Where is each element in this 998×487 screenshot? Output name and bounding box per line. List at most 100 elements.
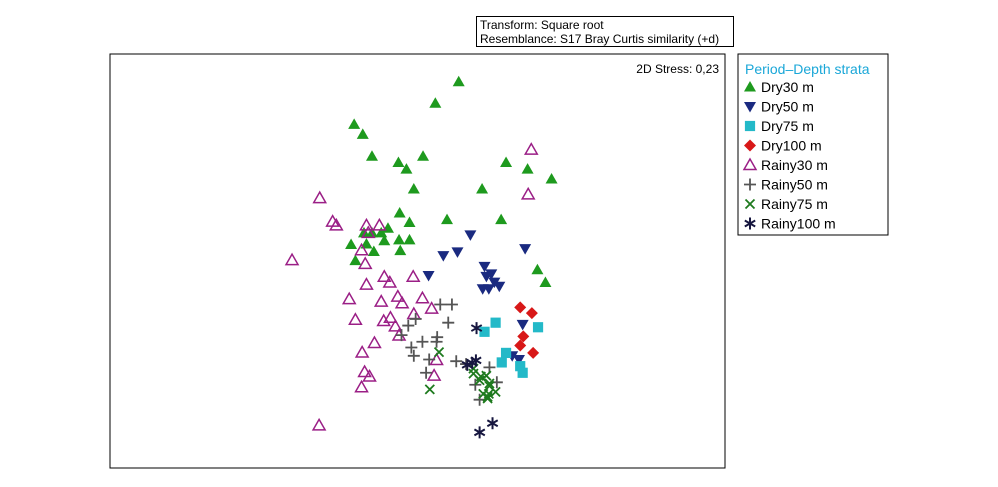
dry75-m-point [479, 326, 490, 337]
dry30-m-point [393, 206, 406, 218]
rainy30-m-point [359, 217, 374, 231]
legend-title: Period–Depth strata [745, 61, 870, 77]
dry30-m-point [495, 213, 508, 225]
dry100-m-point [514, 339, 527, 352]
legend-label-dry75-m: Dry75 m [761, 118, 814, 134]
dry30-m-point [357, 226, 370, 238]
dry30-m-point [378, 234, 391, 246]
resemblance-text: Resemblance: S17 Bray Curtis similarity … [480, 32, 720, 46]
rainy50-m-point [402, 319, 415, 332]
dry100-m-point [527, 346, 540, 359]
rainy30-m-point [361, 225, 376, 239]
rainy30-m-point [354, 344, 370, 358]
legend-marker-rainy75-m [744, 198, 756, 210]
dry50-m-point [451, 247, 464, 258]
legend-item-dry75-m: Dry75 m [744, 118, 814, 134]
rainy30-m-point [405, 269, 421, 282]
legend-label-dry100-m: Dry100 m [761, 138, 822, 154]
rainy50-m-point [405, 341, 418, 354]
dry75-m-point [496, 357, 507, 368]
dry30-m-point [476, 182, 489, 194]
dry30-m-point [417, 150, 430, 161]
rainy75-m-point [484, 378, 495, 389]
plot-frame [109, 53, 726, 469]
rainy30-m-point [311, 417, 327, 431]
dry30-m-point [356, 128, 369, 139]
dry30-m-point [360, 238, 373, 249]
legend-label-rainy30-m: Rainy30 m [761, 157, 828, 173]
rainy30-m-point [357, 256, 373, 270]
legend-marker-rainy30-m [742, 157, 758, 171]
dry50-m-point [478, 261, 491, 273]
transform-text: Transform: Square root [480, 18, 604, 32]
dry50-m-point [464, 230, 477, 241]
rainy30-m-point [359, 277, 374, 290]
dry30-m-point [393, 233, 406, 245]
legend-box [737, 53, 889, 236]
rainy100-m-point [461, 358, 474, 371]
rainy75-m-point [481, 370, 492, 381]
rainy30-m-point [372, 217, 387, 231]
dry30-m-point [367, 245, 380, 256]
dry30-m-point [345, 238, 358, 249]
dry30-m-point [392, 156, 405, 167]
rainy30-m-point [367, 335, 382, 349]
rainy30-m-point [406, 306, 422, 320]
rainy30-m-point [354, 379, 369, 393]
rainy30-m-point [376, 313, 391, 327]
dry30-m-point [521, 163, 534, 174]
rainy75-m-point [482, 391, 493, 402]
legend-item-dry100-m: Dry100 m [744, 138, 822, 154]
dry30-m-point [403, 233, 416, 245]
dry30-m-point [407, 182, 420, 194]
dry75-m-point [500, 347, 512, 359]
rainy30-m-point [329, 217, 344, 231]
legend-label-rainy75-m: Rainy75 m [761, 196, 828, 212]
legend: Dry30 m Dry50 m Dry75 m Dry100 m Rainy30 m Ra… [742, 79, 836, 232]
dry50-m-point [476, 284, 489, 295]
transform-info-box: Transform: Square root Resemblance: S17 … [476, 16, 734, 47]
rainy30-m-point [415, 290, 430, 304]
dry50-m-point [437, 251, 450, 262]
legend-item-rainy30-m: Rainy30 m [742, 157, 828, 173]
rainy30-m-point [426, 368, 442, 381]
dry30-m-point [375, 226, 388, 238]
legend-marker-dry75-m [744, 120, 756, 132]
rainy30-m-point [312, 190, 328, 204]
rainy100-m-point [486, 417, 499, 430]
rainy50-m-point [420, 366, 433, 379]
dry50-m-point [516, 319, 529, 331]
legend-item-dry50-m: Dry50 m [744, 99, 814, 115]
rainy30-m-point [354, 242, 369, 256]
dry50-m-point [512, 355, 525, 366]
legend-label-dry30-m: Dry30 m [761, 79, 814, 95]
rainy75-m-point [490, 386, 501, 397]
legend-label-rainy100-m: Rainy100 m [761, 216, 836, 232]
rainy50-m-point [450, 355, 463, 368]
dry75-m-point [490, 317, 501, 328]
dry30-m-point [394, 244, 407, 256]
rainy50-m-point [416, 335, 429, 348]
dry75-m-point [532, 322, 544, 333]
legend-marker-rainy100-m [744, 217, 756, 230]
dry30-m-point [539, 276, 552, 288]
rainy30-m-point [383, 310, 398, 323]
points-layer [284, 75, 558, 439]
dry50-m-point [422, 270, 435, 282]
dry30-m-point [545, 173, 558, 184]
rainy30-m-point [523, 142, 539, 155]
legend-label-rainy50-m: Rainy50 m [761, 177, 828, 193]
dry30-m-point [441, 213, 454, 225]
rainy30-m-point [357, 364, 372, 378]
legend-marker-rainy50-m [744, 178, 756, 191]
dry30-m-point [365, 150, 378, 161]
dry100-m-point [517, 330, 530, 343]
rainy50-m-point [407, 349, 420, 362]
legend-label-dry50-m: Dry50 m [761, 99, 814, 115]
dry100-m-point [514, 301, 527, 314]
rainy50-m-point [423, 353, 436, 366]
dry30-m-point [531, 263, 544, 275]
rainy50-m-point [434, 298, 447, 311]
rainy50-m-point [442, 316, 455, 329]
